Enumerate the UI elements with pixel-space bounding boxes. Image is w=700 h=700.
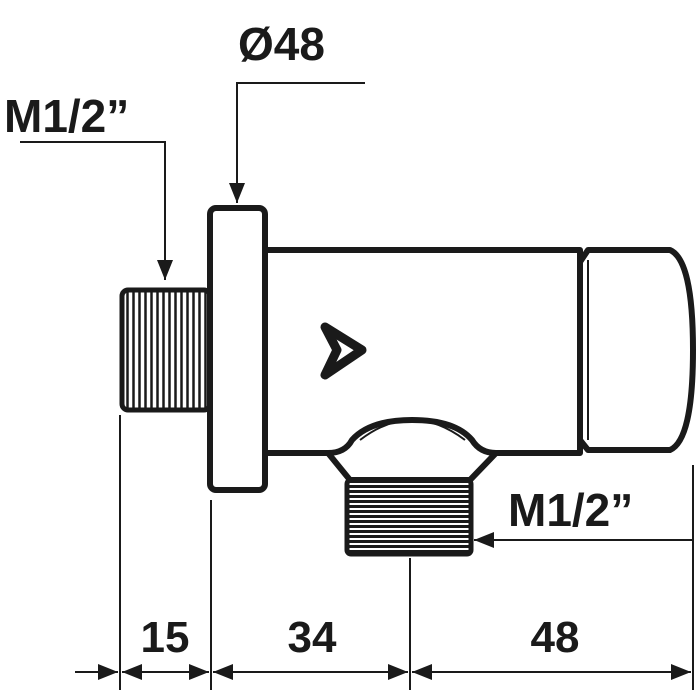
outlet-thread xyxy=(344,477,474,557)
push-cap xyxy=(577,247,696,453)
inlet-thread-leader xyxy=(20,141,173,280)
dimension-label: 34 xyxy=(288,613,337,662)
outlet-thread-label: M1/2” xyxy=(508,484,633,536)
brand-logo-icon xyxy=(320,322,367,380)
wall-flange xyxy=(207,205,268,493)
diameter-label: Ø48 xyxy=(238,18,325,70)
extension-lines xyxy=(119,415,694,690)
inlet-thread xyxy=(119,287,213,413)
dimension-label: 15 xyxy=(141,613,190,662)
diameter-leader xyxy=(229,82,365,203)
dimension-label: 48 xyxy=(531,613,580,662)
inlet-thread-label: M1/2” xyxy=(4,90,129,142)
